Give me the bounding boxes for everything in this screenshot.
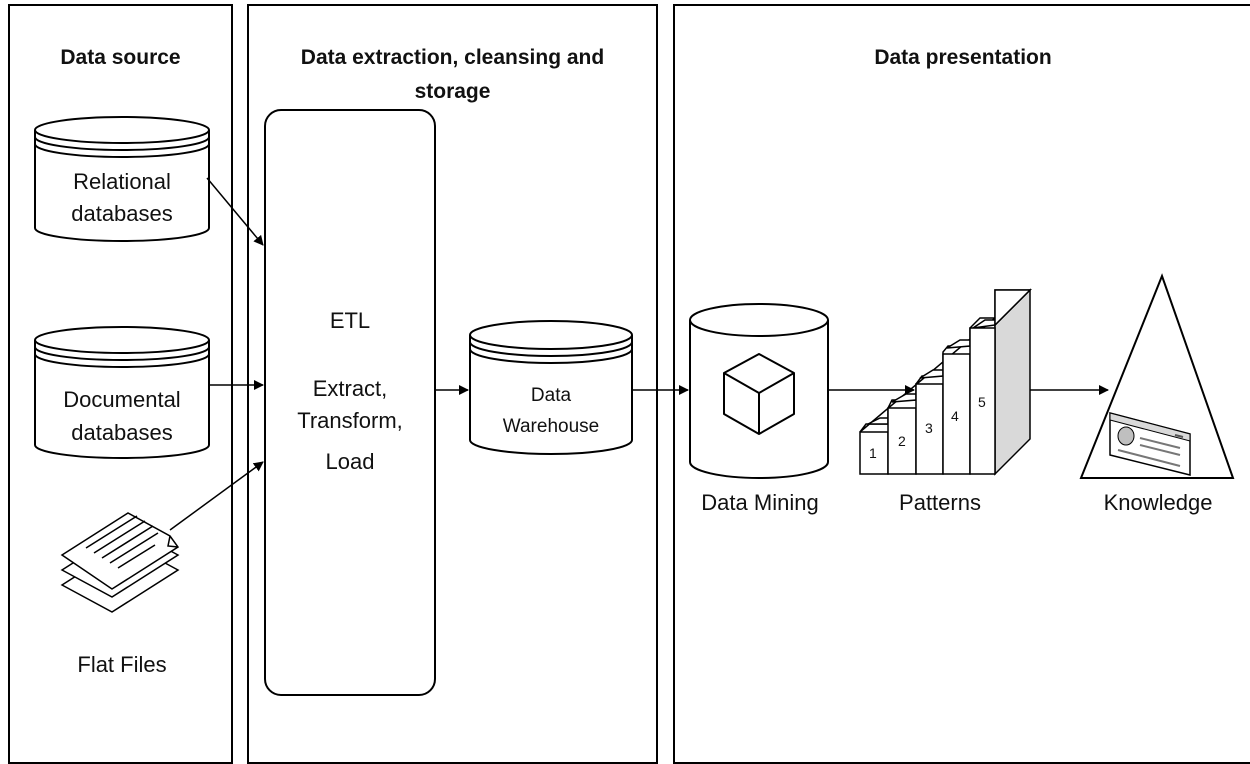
panel-title-extraction-line2: storage bbox=[414, 80, 491, 103]
pattern-step-3: 3 bbox=[925, 420, 933, 436]
data-mining-cylinder bbox=[689, 303, 829, 479]
data-warehouse-label-line2: Warehouse bbox=[502, 416, 600, 437]
knowledge-label: Knowledge bbox=[1103, 490, 1213, 515]
etl-title: ETL bbox=[329, 308, 371, 333]
patterns-label: Patterns bbox=[899, 490, 981, 515]
relational-databases-label-line2: databases bbox=[71, 201, 173, 226]
pattern-step-1: 1 bbox=[869, 445, 877, 461]
relational-databases-cylinder bbox=[34, 116, 210, 242]
data-mining-label: Data Mining bbox=[701, 490, 819, 515]
documental-databases-label-line1: Documental bbox=[63, 387, 181, 412]
data-warehouse-cylinder bbox=[469, 320, 633, 455]
flat-files-icon bbox=[60, 512, 180, 613]
cube-icon bbox=[723, 353, 795, 435]
documental-databases-cylinder bbox=[34, 326, 210, 459]
panel-title-data-presentation: Data presentation bbox=[874, 46, 1052, 69]
etl-line-load: Load bbox=[325, 449, 375, 474]
pattern-step-4: 4 bbox=[951, 408, 959, 424]
patterns-staircase bbox=[859, 288, 1032, 476]
knowledge-card-icon bbox=[1109, 412, 1191, 476]
panel-title-extraction-line1: Data extraction, cleansing and bbox=[300, 46, 605, 69]
arrow-relational-to-etl bbox=[206, 177, 264, 246]
pattern-step-5: 5 bbox=[978, 394, 986, 410]
diagram-canvas bbox=[34, 109, 1235, 696]
etl-box bbox=[264, 109, 436, 696]
etl-line-transform: Transform, bbox=[297, 408, 403, 433]
data-warehouse-label-line1: Data bbox=[530, 385, 572, 406]
arrow-flatfiles-to-etl bbox=[169, 461, 264, 531]
documental-databases-label-line2: databases bbox=[71, 420, 173, 445]
panel-title-data-source: Data source bbox=[60, 46, 181, 69]
relational-databases-label-line1: Relational bbox=[73, 169, 171, 194]
flat-files-label: Flat Files bbox=[77, 652, 167, 677]
etl-line-extract: Extract, bbox=[312, 376, 388, 401]
pattern-step-2: 2 bbox=[898, 433, 906, 449]
arrows bbox=[169, 177, 1109, 531]
